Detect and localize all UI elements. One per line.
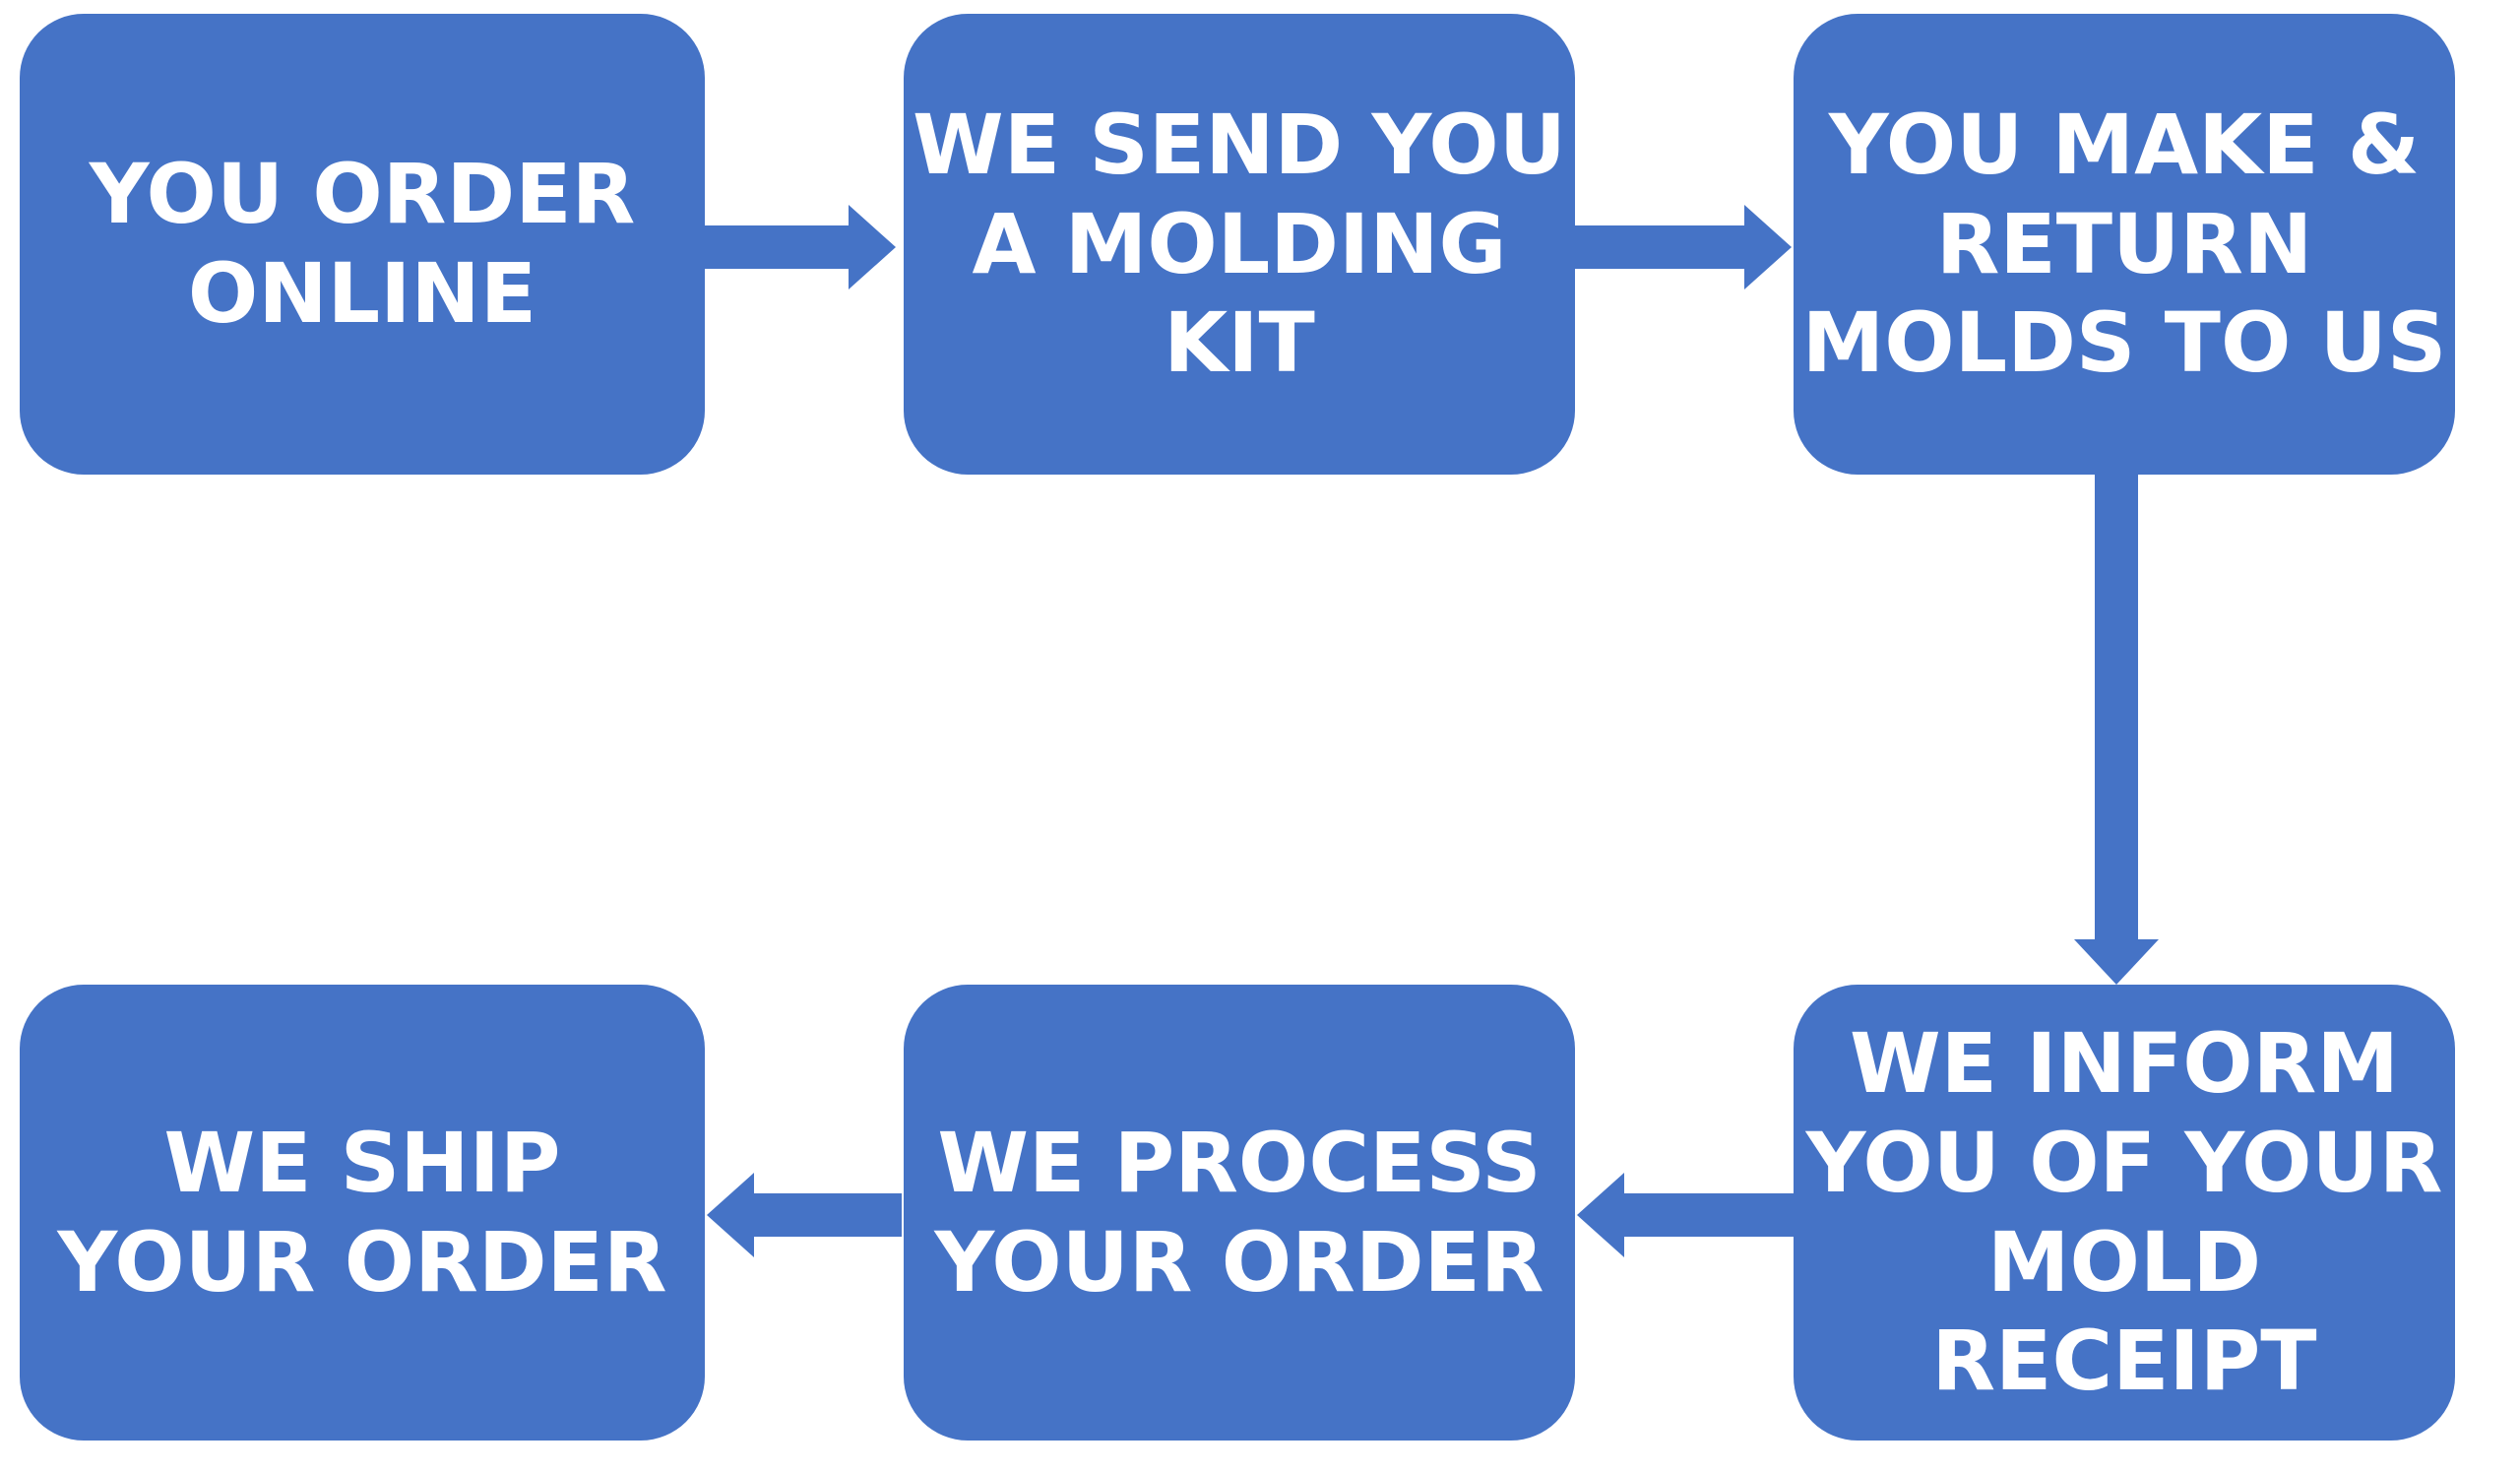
connector-kit-to-molds xyxy=(1575,205,1792,289)
arrow-left-icon xyxy=(1577,1173,1624,1257)
connector-receipt-to-process xyxy=(1577,1173,1794,1257)
connector-order-to-kit xyxy=(705,205,896,289)
node-you-make-return-molds: YOU MAKE & RETURN MOLDS TO US xyxy=(1794,14,2455,475)
arrow-shaft xyxy=(2095,475,2138,939)
arrow-shaft xyxy=(705,225,849,269)
connector-molds-to-receipt xyxy=(2074,475,2159,985)
arrow-down-icon xyxy=(2074,939,2159,985)
node-we-process-your-order: WE PROCESS YOUR ORDER xyxy=(904,985,1575,1441)
node-we-send-molding-kit: WE SEND YOU A MOLDING KIT xyxy=(904,14,1575,475)
arrow-shaft xyxy=(1575,225,1744,269)
arrow-shaft xyxy=(1624,1193,1794,1237)
node-we-ship-your-order: WE SHIP YOUR ORDER xyxy=(20,985,705,1441)
arrow-right-icon xyxy=(849,205,896,289)
node-we-inform-mold-receipt: WE INFORM YOU OF YOUR MOLD RECEIPT xyxy=(1794,985,2455,1441)
arrow-right-icon xyxy=(1744,205,1792,289)
arrow-shaft xyxy=(754,1193,902,1237)
node-you-order-online: YOU ORDER ONLINE xyxy=(20,14,705,475)
connector-process-to-ship xyxy=(707,1173,902,1257)
arrow-left-icon xyxy=(707,1173,754,1257)
